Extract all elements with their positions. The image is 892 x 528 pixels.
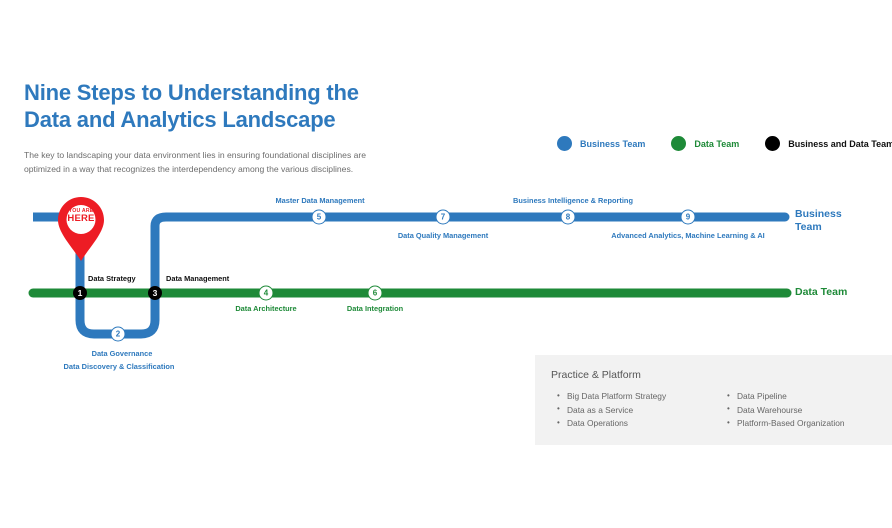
list-item: Data Pipeline: [727, 390, 891, 404]
list-item: Data as a Service: [557, 403, 721, 418]
practice-and-platform-panel: Practice & Platform Big Data Platform St…: [535, 355, 892, 445]
list-item: Big Data Platform Strategy: [557, 390, 721, 404]
legend-item-business-and-data-team: Business and Data Team: [765, 136, 892, 151]
legend-dot-icon: [671, 136, 687, 151]
step-node-7[interactable]: 7: [435, 209, 451, 225]
step-label-7: Data Quality Management: [397, 231, 489, 240]
map-pin-icon: [58, 197, 104, 261]
step-node-6[interactable]: 6: [367, 285, 383, 301]
data-team-track-label: Data Team: [795, 286, 848, 298]
legend-label: Business Team: [580, 138, 646, 149]
legend-dot-icon: [765, 136, 781, 151]
list-item: Platform-Based Organization: [727, 417, 891, 431]
step-node-1[interactable]: 1: [73, 286, 87, 300]
legend-item-business-team: Business Team: [557, 136, 645, 151]
you-are-here-marker: YOU ARE HERE: [57, 196, 105, 262]
step-node-4[interactable]: 4: [258, 285, 274, 301]
step-label-6: Data Integration: [346, 304, 404, 313]
step-label-9: Advanced Analytics, Machine Learning & A…: [611, 231, 765, 240]
step-sublabel-2: Data Discovery & Classification: [63, 362, 175, 371]
step-label-3: Data Management: [166, 274, 230, 283]
practice-column-left: Big Data Platform Strategy Data as a Ser…: [551, 390, 721, 431]
practice-column-right: Data Pipeline Data Warehourse Platform-B…: [721, 390, 891, 431]
page-title: Nine Steps to Understanding the Data and…: [24, 80, 359, 132]
step-node-5[interactable]: 5: [311, 209, 327, 225]
step-node-8[interactable]: 8: [560, 209, 576, 225]
business-team-track-label: Business Team: [795, 208, 842, 233]
step-label-1: Data Strategy: [88, 274, 136, 283]
step-node-2[interactable]: 2: [110, 326, 126, 342]
step-label-4: Data Architecture: [235, 304, 297, 313]
practice-panel-title: Practice & Platform: [551, 369, 641, 381]
practice-panel-columns: Big Data Platform Strategy Data as a Ser…: [551, 390, 892, 431]
legend-dot-icon: [557, 136, 572, 151]
step-node-3[interactable]: 3: [148, 286, 162, 300]
header-block: Nine Steps to Understanding the Data and…: [24, 80, 444, 176]
process-flow-diagram: YOU ARE HERE 1 2 3 4 5 6 7 8 9 Data Stra…: [0, 180, 892, 390]
step-label-8: Business Intelligence & Reporting: [513, 196, 633, 205]
legend-label: Data Team: [694, 138, 740, 149]
legend: Business Team Data Team Business and Dat…: [557, 136, 892, 151]
legend-item-data-team: Data Team: [671, 136, 739, 151]
step-label-5: Master Data Management: [275, 196, 365, 205]
legend-label: Business and Data Team: [788, 138, 892, 149]
list-item: Data Warehourse: [727, 403, 891, 418]
list-item: Data Operations: [557, 417, 721, 431]
page-subtitle: The key to landscaping your data environ…: [24, 149, 367, 174]
step-node-9[interactable]: 9: [680, 209, 696, 225]
step-label-2: Data Governance: [91, 349, 153, 358]
